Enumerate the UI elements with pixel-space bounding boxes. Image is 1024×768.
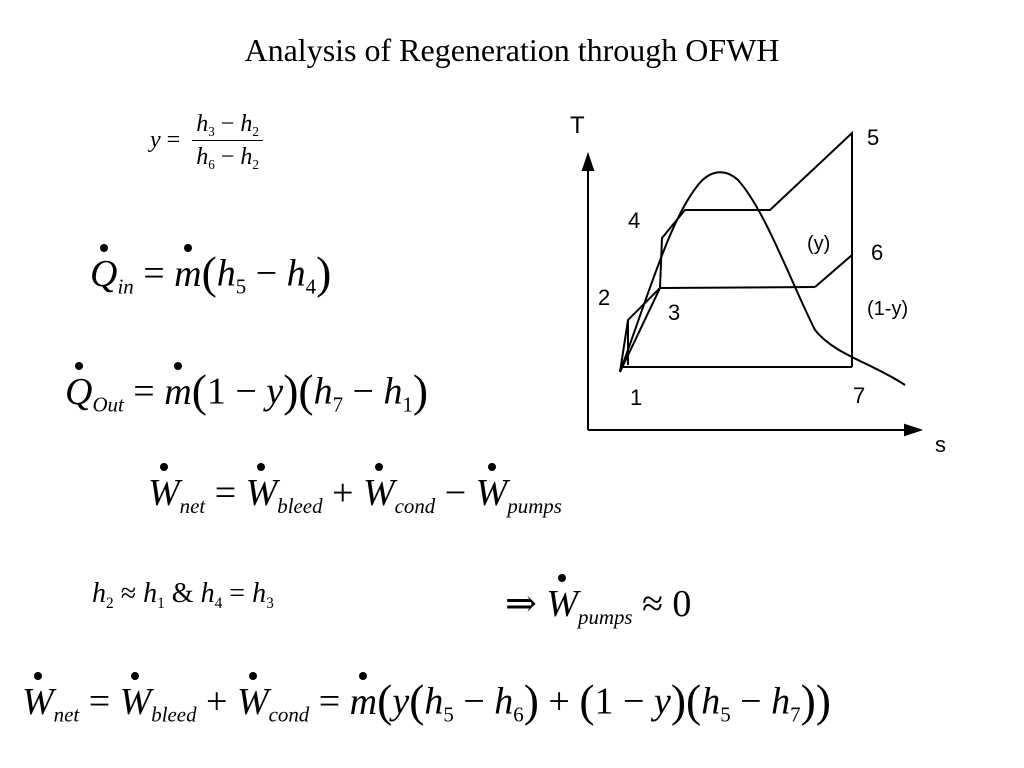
bleed-fraction-equation: y = h3 − h2 h6 − h2 — [150, 112, 263, 171]
enthalpy-approximation: h2 ≈ h1 & h4 = h3 — [92, 578, 274, 612]
page-title: Analysis of Regeneration through OFWH — [244, 32, 780, 68]
cycle-path — [619, 130, 853, 373]
saturation-dome — [619, 171, 906, 386]
extraction-line — [659, 286, 816, 289]
fraction-label-y: (y) — [807, 233, 830, 255]
heat-out-equation: QOut = m(1 − y)(h7 − h1) — [65, 362, 429, 417]
fraction-label-1-minus-y: (1-y) — [867, 298, 908, 320]
point-label-6: 6 — [871, 240, 883, 265]
pump-work-approximation: ⇒ Wpumps ≈ 0 — [505, 574, 692, 629]
axis-label-s: s — [935, 432, 946, 457]
t-axis-arrow — [581, 151, 595, 171]
heat-in-equation: Qin = m(h5 − h4) — [90, 244, 332, 299]
line-6-to-3 — [814, 254, 853, 288]
heating-line-1-2 — [619, 287, 661, 373]
point-label-4: 4 — [628, 208, 640, 233]
net-work-equation: Wnet = Wbleed + Wcond − Wpumps — [148, 463, 562, 518]
axis-label-t: T — [570, 112, 585, 139]
point-label-3: 3 — [668, 300, 680, 325]
net-work-final-equation: Wnet = Wbleed + Wcond = m(y(h5 − h6) + (… — [22, 672, 831, 727]
ts-diagram: T s 1 2 3 4 5 6 7 (y) (1-y) — [570, 112, 946, 457]
point-label-1: 1 — [630, 385, 642, 410]
point-label-7: 7 — [853, 383, 865, 408]
s-axis-arrow — [904, 423, 924, 437]
point-label-5: 5 — [867, 125, 879, 150]
point-label-2: 2 — [598, 285, 610, 310]
